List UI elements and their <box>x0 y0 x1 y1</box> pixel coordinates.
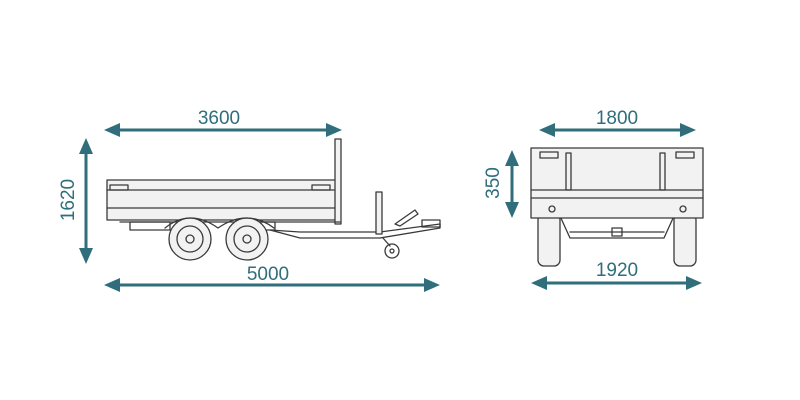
dim-side-cargo-length <box>104 123 342 137</box>
trailer-rear-view <box>530 147 704 267</box>
rear-wheel-right <box>673 213 697 267</box>
dim-rear-side-height <box>505 150 519 218</box>
side-cargo-box <box>106 179 341 221</box>
coupling-head <box>421 219 441 228</box>
dim-side-total-length <box>104 278 440 292</box>
drawbar <box>269 223 441 239</box>
rear-light-left <box>548 205 556 213</box>
rear-wheel-left <box>537 213 561 267</box>
side-wheel-front <box>168 217 212 261</box>
rear-cargo-box <box>530 147 704 219</box>
jockey-wheel <box>384 243 400 259</box>
dim-side-total-height <box>79 138 93 264</box>
dim-label-5000: 5000 <box>247 264 289 285</box>
rear-light-right <box>679 205 687 213</box>
dim-label-350: 350 <box>483 167 504 199</box>
dim-label-1800: 1800 <box>596 108 638 129</box>
handbrake-lever <box>394 209 419 227</box>
side-latch-left <box>109 184 129 191</box>
side-latch-right <box>311 184 331 191</box>
fender <box>164 217 275 229</box>
side-wheel-rear <box>225 217 269 261</box>
dim-label-1920: 1920 <box>596 260 638 281</box>
rear-axle <box>559 215 675 239</box>
trailer-side-view <box>106 138 441 261</box>
dim-rear-total-width <box>531 276 702 290</box>
dim-label-3600: 3600 <box>198 108 240 129</box>
dim-label-1620: 1620 <box>58 179 79 221</box>
support-post <box>375 191 383 235</box>
front-board-post <box>334 138 342 225</box>
dim-rear-cargo-width <box>539 123 696 137</box>
